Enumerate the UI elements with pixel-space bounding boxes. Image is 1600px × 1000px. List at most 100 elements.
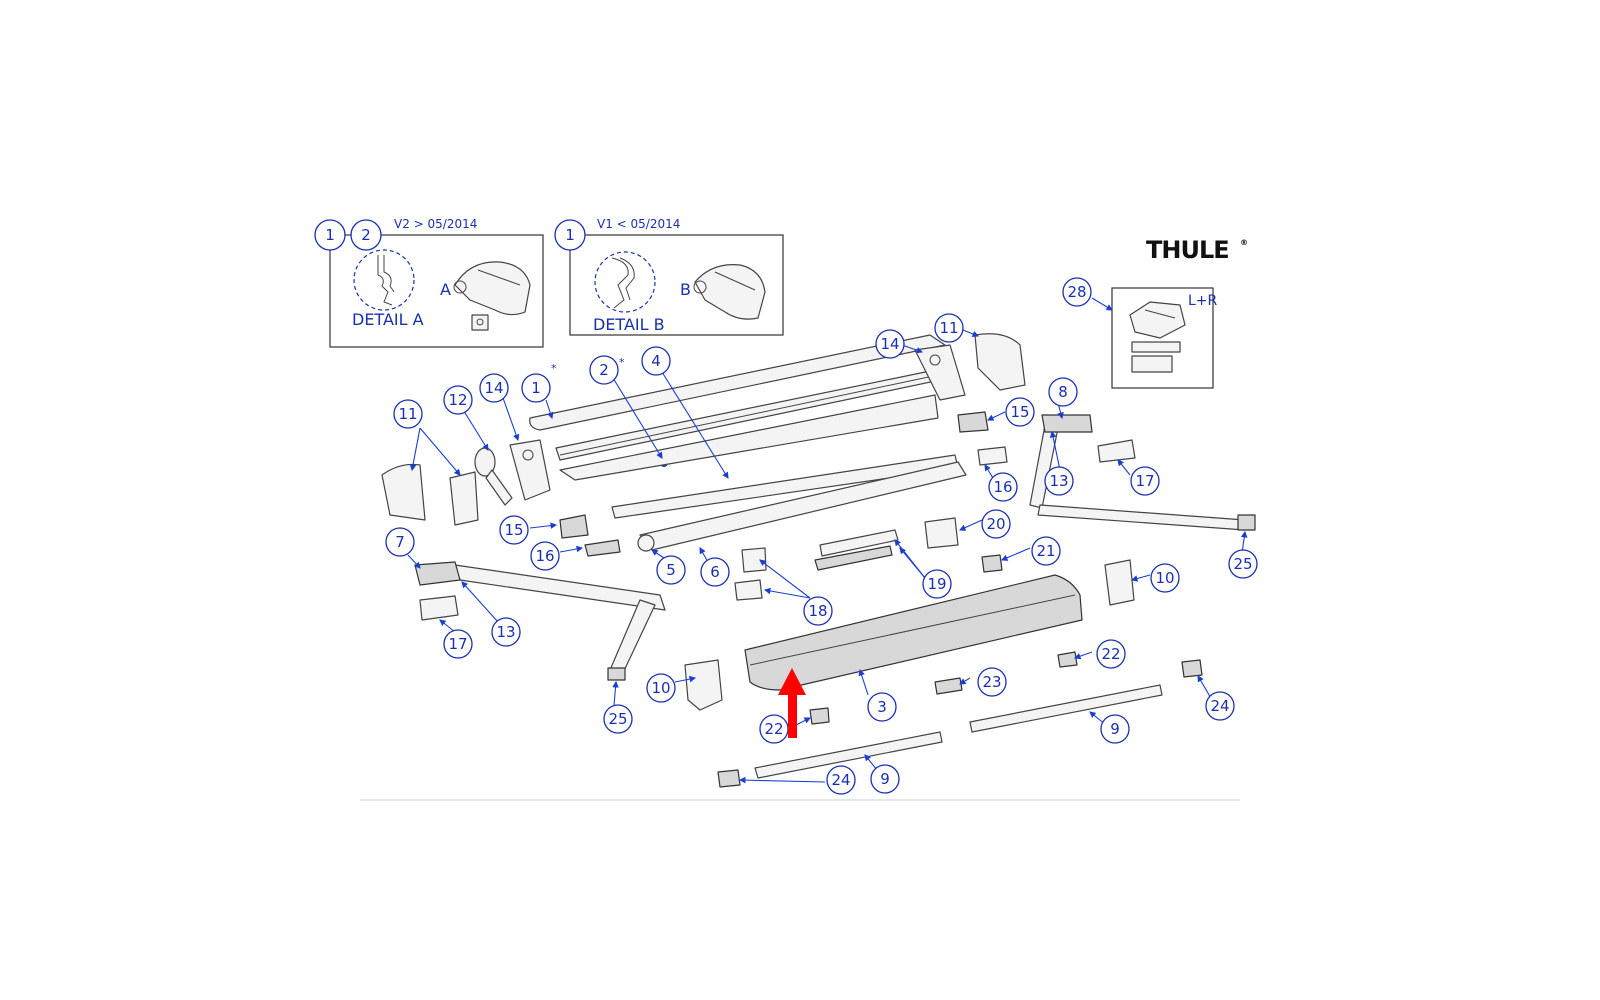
- callout-12[interactable]: 12: [443, 385, 473, 415]
- detail-label: DETAIL A: [352, 310, 424, 329]
- callout-2[interactable]: 2 *: [589, 355, 625, 385]
- svg-text:10: 10: [651, 679, 670, 697]
- callout-22[interactable]: 22: [1096, 639, 1126, 669]
- detail-letter: A: [440, 280, 451, 299]
- callout-18[interactable]: 18: [803, 596, 833, 626]
- kit-box-28: L+R 28: [1062, 277, 1218, 389]
- rail-19: [814, 529, 899, 571]
- clip-15-right: [957, 411, 989, 433]
- plug-16-right: [977, 446, 1008, 466]
- svg-text:14: 14: [484, 379, 503, 397]
- highlight-arrow: [778, 668, 806, 738]
- clip-24-right: [1181, 659, 1203, 678]
- callout-20[interactable]: 20: [981, 509, 1011, 539]
- left-bracket: [509, 439, 551, 501]
- svg-text:6: 6: [710, 563, 720, 581]
- callout-16b[interactable]: 16: [988, 472, 1018, 502]
- callout-1[interactable]: 1: [314, 219, 346, 251]
- clip-22-right: [1057, 651, 1078, 668]
- callout-17[interactable]: 17: [443, 629, 473, 659]
- svg-text:14: 14: [880, 335, 899, 353]
- right-end-cap: [974, 333, 1026, 391]
- callout-number: 1: [325, 226, 335, 244]
- right-bracket: [914, 344, 966, 401]
- callout-25[interactable]: 25: [603, 704, 633, 734]
- svg-text:5: 5: [666, 561, 676, 579]
- callout-22b[interactable]: 22: [759, 714, 789, 744]
- left-end-cap: [381, 463, 479, 526]
- callout-7[interactable]: 7: [385, 527, 415, 557]
- callout-number: 1: [565, 226, 575, 244]
- callout-5[interactable]: 5: [656, 555, 686, 585]
- detail-label: DETAIL B: [593, 315, 665, 334]
- end-cap-10-left: [684, 659, 723, 711]
- svg-text:13: 13: [496, 623, 515, 641]
- svg-text:21: 21: [1036, 542, 1055, 560]
- callout-10b[interactable]: 10: [1150, 563, 1180, 593]
- svg-text:9: 9: [880, 770, 890, 788]
- callout-23[interactable]: 23: [977, 667, 1007, 697]
- callout-2[interactable]: 2: [350, 219, 382, 251]
- svg-text:THULE: THULE: [1146, 236, 1229, 264]
- rail-9-left: [754, 731, 943, 779]
- callout-8[interactable]: 8: [1048, 377, 1078, 407]
- svg-text:17: 17: [448, 635, 467, 653]
- callout-15b[interactable]: 15: [1005, 397, 1035, 427]
- plug-16-left: [584, 539, 621, 557]
- svg-text:25: 25: [1233, 555, 1252, 573]
- svg-text:2: 2: [599, 361, 609, 379]
- callout-11[interactable]: 11: [393, 399, 423, 429]
- clip-22-left: [809, 707, 830, 725]
- svg-text:17: 17: [1135, 472, 1154, 490]
- arm-left: [414, 561, 666, 681]
- detail-b-circle: [594, 251, 656, 313]
- callout-28[interactable]: 28: [1062, 277, 1092, 307]
- callout-17b[interactable]: 17: [1130, 466, 1160, 496]
- callout-14b[interactable]: 14: [875, 329, 905, 359]
- callout-24b[interactable]: 24: [1205, 691, 1235, 721]
- callout-10[interactable]: 10: [646, 673, 676, 703]
- svg-text:15: 15: [1010, 403, 1029, 421]
- svg-text:24: 24: [1210, 697, 1229, 715]
- callout-15[interactable]: 15: [499, 515, 529, 545]
- svg-text:24: 24: [831, 771, 850, 789]
- svg-text:19: 19: [927, 575, 946, 593]
- svg-text:18: 18: [808, 602, 827, 620]
- svg-text:4: 4: [651, 352, 661, 370]
- svg-text:*: *: [619, 356, 625, 369]
- svg-text:25: 25: [608, 710, 627, 728]
- callout-16[interactable]: 16: [530, 541, 560, 571]
- clip-23: [934, 677, 963, 695]
- callout-9[interactable]: 9: [870, 764, 900, 794]
- svg-text:11: 11: [939, 319, 958, 337]
- callout-11b[interactable]: 11: [934, 313, 964, 343]
- block-20: [924, 517, 959, 549]
- svg-text:13: 13: [1049, 472, 1068, 490]
- clip-15-left: [559, 514, 589, 539]
- end-cap-illustration: [453, 261, 531, 316]
- callout-24[interactable]: 24: [826, 765, 856, 795]
- callout-3[interactable]: 3: [867, 692, 897, 722]
- callout-13[interactable]: 13: [491, 617, 521, 647]
- svg-text:11: 11: [398, 405, 417, 423]
- callout-1[interactable]: 1: [554, 219, 586, 251]
- svg-text:7: 7: [395, 533, 405, 551]
- callout-14[interactable]: 14: [479, 373, 509, 403]
- svg-text:20: 20: [986, 515, 1005, 533]
- callout-19[interactable]: 19: [922, 569, 952, 599]
- svg-text:10: 10: [1155, 569, 1174, 587]
- callout-21[interactable]: 21: [1031, 536, 1061, 566]
- svg-text:28: 28: [1067, 283, 1086, 301]
- version-label: V2 > 05/2014: [394, 217, 477, 231]
- callout-6[interactable]: 6: [700, 557, 730, 587]
- end-cap-illustration: [693, 264, 766, 320]
- callout-13b[interactable]: 13: [1044, 466, 1074, 496]
- callout-25b[interactable]: 25: [1228, 549, 1258, 579]
- callout-1[interactable]: 1 *: [521, 362, 557, 403]
- thule-logo: THULE ®: [1146, 236, 1248, 264]
- callout-9b[interactable]: 9: [1100, 714, 1130, 744]
- clip-21: [981, 554, 1003, 573]
- lead-strip: [559, 394, 939, 481]
- callout-4[interactable]: 4: [641, 346, 671, 376]
